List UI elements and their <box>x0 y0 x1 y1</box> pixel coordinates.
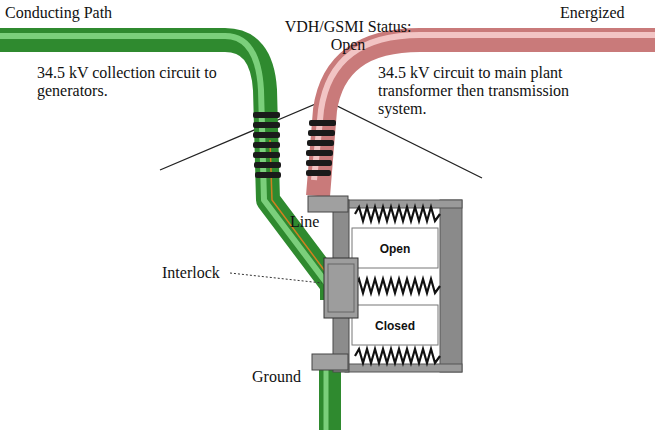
open-plate <box>352 228 438 268</box>
interlock-housing <box>328 264 354 312</box>
green-cable <box>0 40 332 300</box>
line-terminal <box>308 196 348 212</box>
cable-highlight <box>324 368 329 430</box>
switch-frame <box>345 200 462 208</box>
status-note: VDH/GSMI Status: Open <box>278 18 418 54</box>
cable-highlight <box>0 36 328 285</box>
circuit-note: 34.5 kV circuit to main plant transforme… <box>378 64 600 118</box>
terminal-label: Line <box>290 213 330 231</box>
closed-plate <box>352 305 438 345</box>
position-label: Open <box>352 240 438 258</box>
green-cable <box>319 368 341 430</box>
cable-connector <box>253 112 281 178</box>
terminal-label: Ground <box>252 368 312 386</box>
cable-connector <box>306 120 336 176</box>
cable-highlight <box>314 35 655 180</box>
circuit-note: 34.5 kV collection circuit to generators… <box>37 64 269 100</box>
part-label: Interlock <box>162 264 228 282</box>
status-heading: Energized <box>560 4 650 22</box>
interlock-housing <box>324 258 358 318</box>
status-heading: Conducting Path <box>5 4 165 22</box>
ground-terminal <box>312 354 348 370</box>
switch-frame <box>440 200 462 372</box>
leader-line <box>230 273 322 283</box>
insulator-spring <box>355 207 440 363</box>
position-label: Closed <box>352 317 438 335</box>
energized-cable <box>318 40 655 196</box>
